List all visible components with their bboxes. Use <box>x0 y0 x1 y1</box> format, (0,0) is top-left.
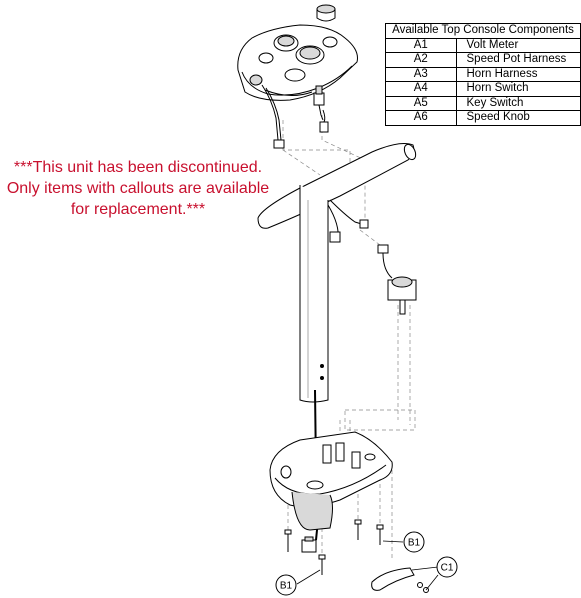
components-table: Available Top Console Components A1 Volt… <box>385 23 581 126</box>
table-row: A5 Key Switch <box>385 95 581 111</box>
horn-switch <box>377 244 417 315</box>
bracket-part <box>371 567 429 593</box>
notice-line-3: for replacement.*** <box>70 201 206 218</box>
table-row: A1 Volt Meter <box>385 37 581 53</box>
table-row: A4 Horn Switch <box>385 81 581 97</box>
component-name: Horn Switch <box>455 81 581 97</box>
console-wire-harness <box>261 84 329 149</box>
component-name: Key Switch <box>455 95 581 111</box>
table-row: A3 Horn Harness <box>385 66 581 82</box>
svg-text:B1: B1 <box>280 581 293 592</box>
components-table-title: Available Top Console Components <box>385 23 581 39</box>
notice-line-2: Only items with callouts are available <box>6 180 270 197</box>
svg-text:C1: C1 <box>441 563 454 574</box>
component-name: Horn Harness <box>455 66 581 82</box>
bottom-shroud <box>269 431 393 531</box>
svg-text:B1: B1 <box>408 538 421 549</box>
top-console-housing <box>237 24 358 101</box>
components-table-header: Available Top Console Components <box>385 23 581 39</box>
horn-harness <box>327 199 369 243</box>
screws <box>284 519 384 575</box>
component-code: A4 <box>385 81 457 97</box>
callout-c1: C1 <box>436 556 458 578</box>
component-name: Volt Meter <box>455 37 581 53</box>
tiller-column <box>257 143 417 403</box>
table-row: A6 Speed Knob <box>385 110 581 126</box>
component-name: Speed Pot Harness <box>455 52 581 68</box>
component-code: A5 <box>385 95 457 111</box>
discontinued-notice: ***This unit has been discontinued. Only… <box>0 157 276 220</box>
callout-b1-right: B1 <box>403 531 425 553</box>
speed-pot <box>313 85 325 121</box>
component-name: Speed Knob <box>455 110 581 126</box>
speed-knob <box>316 4 336 22</box>
component-code: A2 <box>385 52 457 68</box>
component-code: A1 <box>385 37 457 53</box>
table-row: A2 Speed Pot Harness <box>385 52 581 68</box>
callout-leaders <box>296 540 439 591</box>
callout-b1-left: B1 <box>275 574 297 596</box>
component-code: A3 <box>385 66 457 82</box>
component-code: A6 <box>385 110 457 126</box>
notice-line-1: ***This unit has been discontinued. <box>13 159 263 176</box>
harness-connector <box>301 536 317 553</box>
